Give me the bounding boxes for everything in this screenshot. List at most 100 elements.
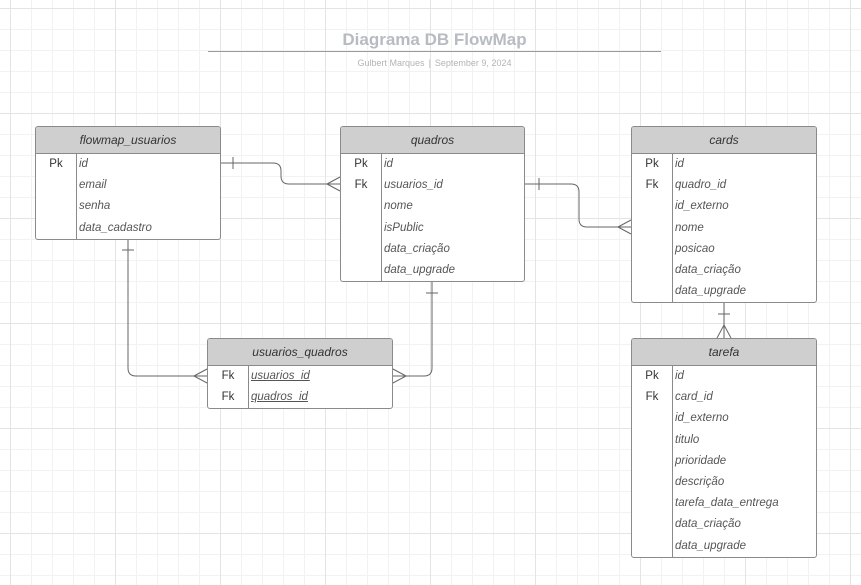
key-badge: [36, 175, 76, 196]
field-row[interactable]: email: [36, 175, 220, 196]
field-name: card_id: [675, 391, 713, 404]
field-name: id_externo: [675, 412, 729, 425]
field-row[interactable]: id_externo: [632, 408, 816, 429]
field-name: data_upgrade: [384, 263, 455, 276]
field-name: id: [675, 158, 684, 170]
key-badge: [632, 430, 672, 451]
field-row[interactable]: descrição: [632, 472, 816, 493]
entity-body: Pk id Fk card_id id_externo titulo priorid…: [632, 366, 816, 557]
field-row[interactable]: data_criação: [632, 260, 816, 281]
field-name: prioridade: [675, 454, 727, 467]
rel-usuarios-quadros-line[interactable]: [221, 162, 340, 185]
field-name: data_criação: [384, 242, 450, 255]
entity-header[interactable]: quadros: [341, 127, 524, 154]
field-row[interactable]: Pk id: [632, 154, 816, 175]
field-name: id_externo: [675, 200, 729, 213]
key-badge: [341, 239, 381, 260]
key-badge: [341, 218, 381, 239]
diagram-subtitle: Gulbert Marques|September 9, 2024: [208, 58, 661, 68]
key-badge: Fk: [221, 370, 235, 382]
field-row[interactable]: Pk id: [632, 366, 816, 387]
field-name: nome: [675, 221, 704, 234]
field-row[interactable]: id_externo: [632, 196, 816, 217]
entity-header[interactable]: usuarios_quadros: [208, 339, 392, 366]
field-row[interactable]: Fk usuarios_id: [208, 366, 392, 387]
key-badge: Fk: [645, 179, 659, 192]
field-row[interactable]: data_cadastro: [36, 218, 220, 239]
key-badge: [632, 536, 672, 557]
entity-header[interactable]: tarefa: [632, 339, 816, 366]
field-name: id: [79, 158, 88, 170]
field-row[interactable]: data_criação: [341, 239, 524, 260]
field-row[interactable]: posicao: [632, 239, 816, 260]
field-name: data_criação: [675, 263, 741, 276]
key-badge: [632, 493, 672, 514]
field-row[interactable]: data_criação: [632, 514, 816, 535]
field-name: descrição: [675, 475, 725, 488]
key-badge: [632, 239, 672, 260]
field-row[interactable]: data_upgrade: [632, 281, 816, 302]
field-name: id: [675, 370, 684, 382]
diagram-date: September 9, 2024: [434, 58, 512, 68]
field-name: tarefa_data_entrega: [675, 497, 779, 510]
title-divider: [208, 51, 661, 52]
diagram-title: Diagrama DB FlowMap: [342, 30, 527, 49]
entity-cards[interactable]: cards Pk id Fk quadro_id id_externo nome p…: [631, 126, 817, 304]
entity-header[interactable]: cards: [632, 127, 816, 154]
rel-usuarios-junction-line[interactable]: [127, 238, 207, 377]
key-badge: [341, 260, 381, 281]
field-row[interactable]: senha: [36, 196, 220, 217]
field-name: quadros_id: [251, 391, 308, 404]
key-badge: [341, 196, 381, 217]
key-badge: Fk: [645, 391, 659, 404]
field-row[interactable]: titulo: [632, 430, 816, 451]
key-badge: [632, 196, 672, 217]
key-badge: [632, 472, 672, 493]
entity-tarefa[interactable]: tarefa Pk id Fk card_id id_externo titulo …: [631, 338, 817, 558]
field-name: data_cadastro: [79, 221, 152, 234]
field-name: quadro_id: [675, 179, 727, 192]
key-badge: Pk: [645, 158, 659, 170]
field-row[interactable]: data_upgrade: [632, 536, 816, 557]
field-row[interactable]: nome: [632, 218, 816, 239]
field-name: isPublic: [384, 221, 424, 234]
field-row[interactable]: isPublic: [341, 218, 524, 239]
field-name: nome: [384, 200, 413, 213]
rel-usuarios-quadros-crowfoot: [326, 176, 341, 192]
key-badge: [36, 218, 76, 239]
field-name: id: [384, 158, 393, 170]
key-badge: [632, 260, 672, 281]
key-badge: Fk: [354, 179, 368, 192]
key-badge: [632, 514, 672, 535]
field-row[interactable]: Fk quadro_id: [632, 175, 816, 196]
entity-header[interactable]: flowmap_usuarios: [36, 127, 220, 154]
field-row[interactable]: Fk usuarios_id: [341, 175, 524, 196]
field-name: data_upgrade: [675, 539, 746, 552]
author-name: Gulbert Marques: [357, 58, 425, 68]
field-name: posicao: [675, 242, 715, 255]
key-badge: [632, 281, 672, 302]
rel-quadros-junction-line[interactable]: [393, 280, 433, 377]
key-badge: Pk: [645, 370, 659, 382]
field-row[interactable]: Fk card_id: [632, 387, 816, 408]
rel-quadros-cards-line[interactable]: [525, 183, 631, 228]
field-name: usuarios_id: [384, 179, 443, 192]
field-name: usuarios_id: [251, 370, 310, 382]
field-row[interactable]: nome: [341, 196, 524, 217]
field-name: data_criação: [675, 518, 741, 531]
field-row[interactable]: tarefa_data_entrega: [632, 493, 816, 514]
subtitle-separator: |: [428, 58, 431, 68]
entity-body: Pk id Fk quadro_id id_externo nome posicao…: [632, 154, 816, 303]
rel-quadros-junction-crowfoot: [392, 368, 407, 384]
field-row[interactable]: data_upgrade: [341, 260, 524, 281]
field-row[interactable]: prioridade: [632, 451, 816, 472]
key-badge: [632, 218, 672, 239]
